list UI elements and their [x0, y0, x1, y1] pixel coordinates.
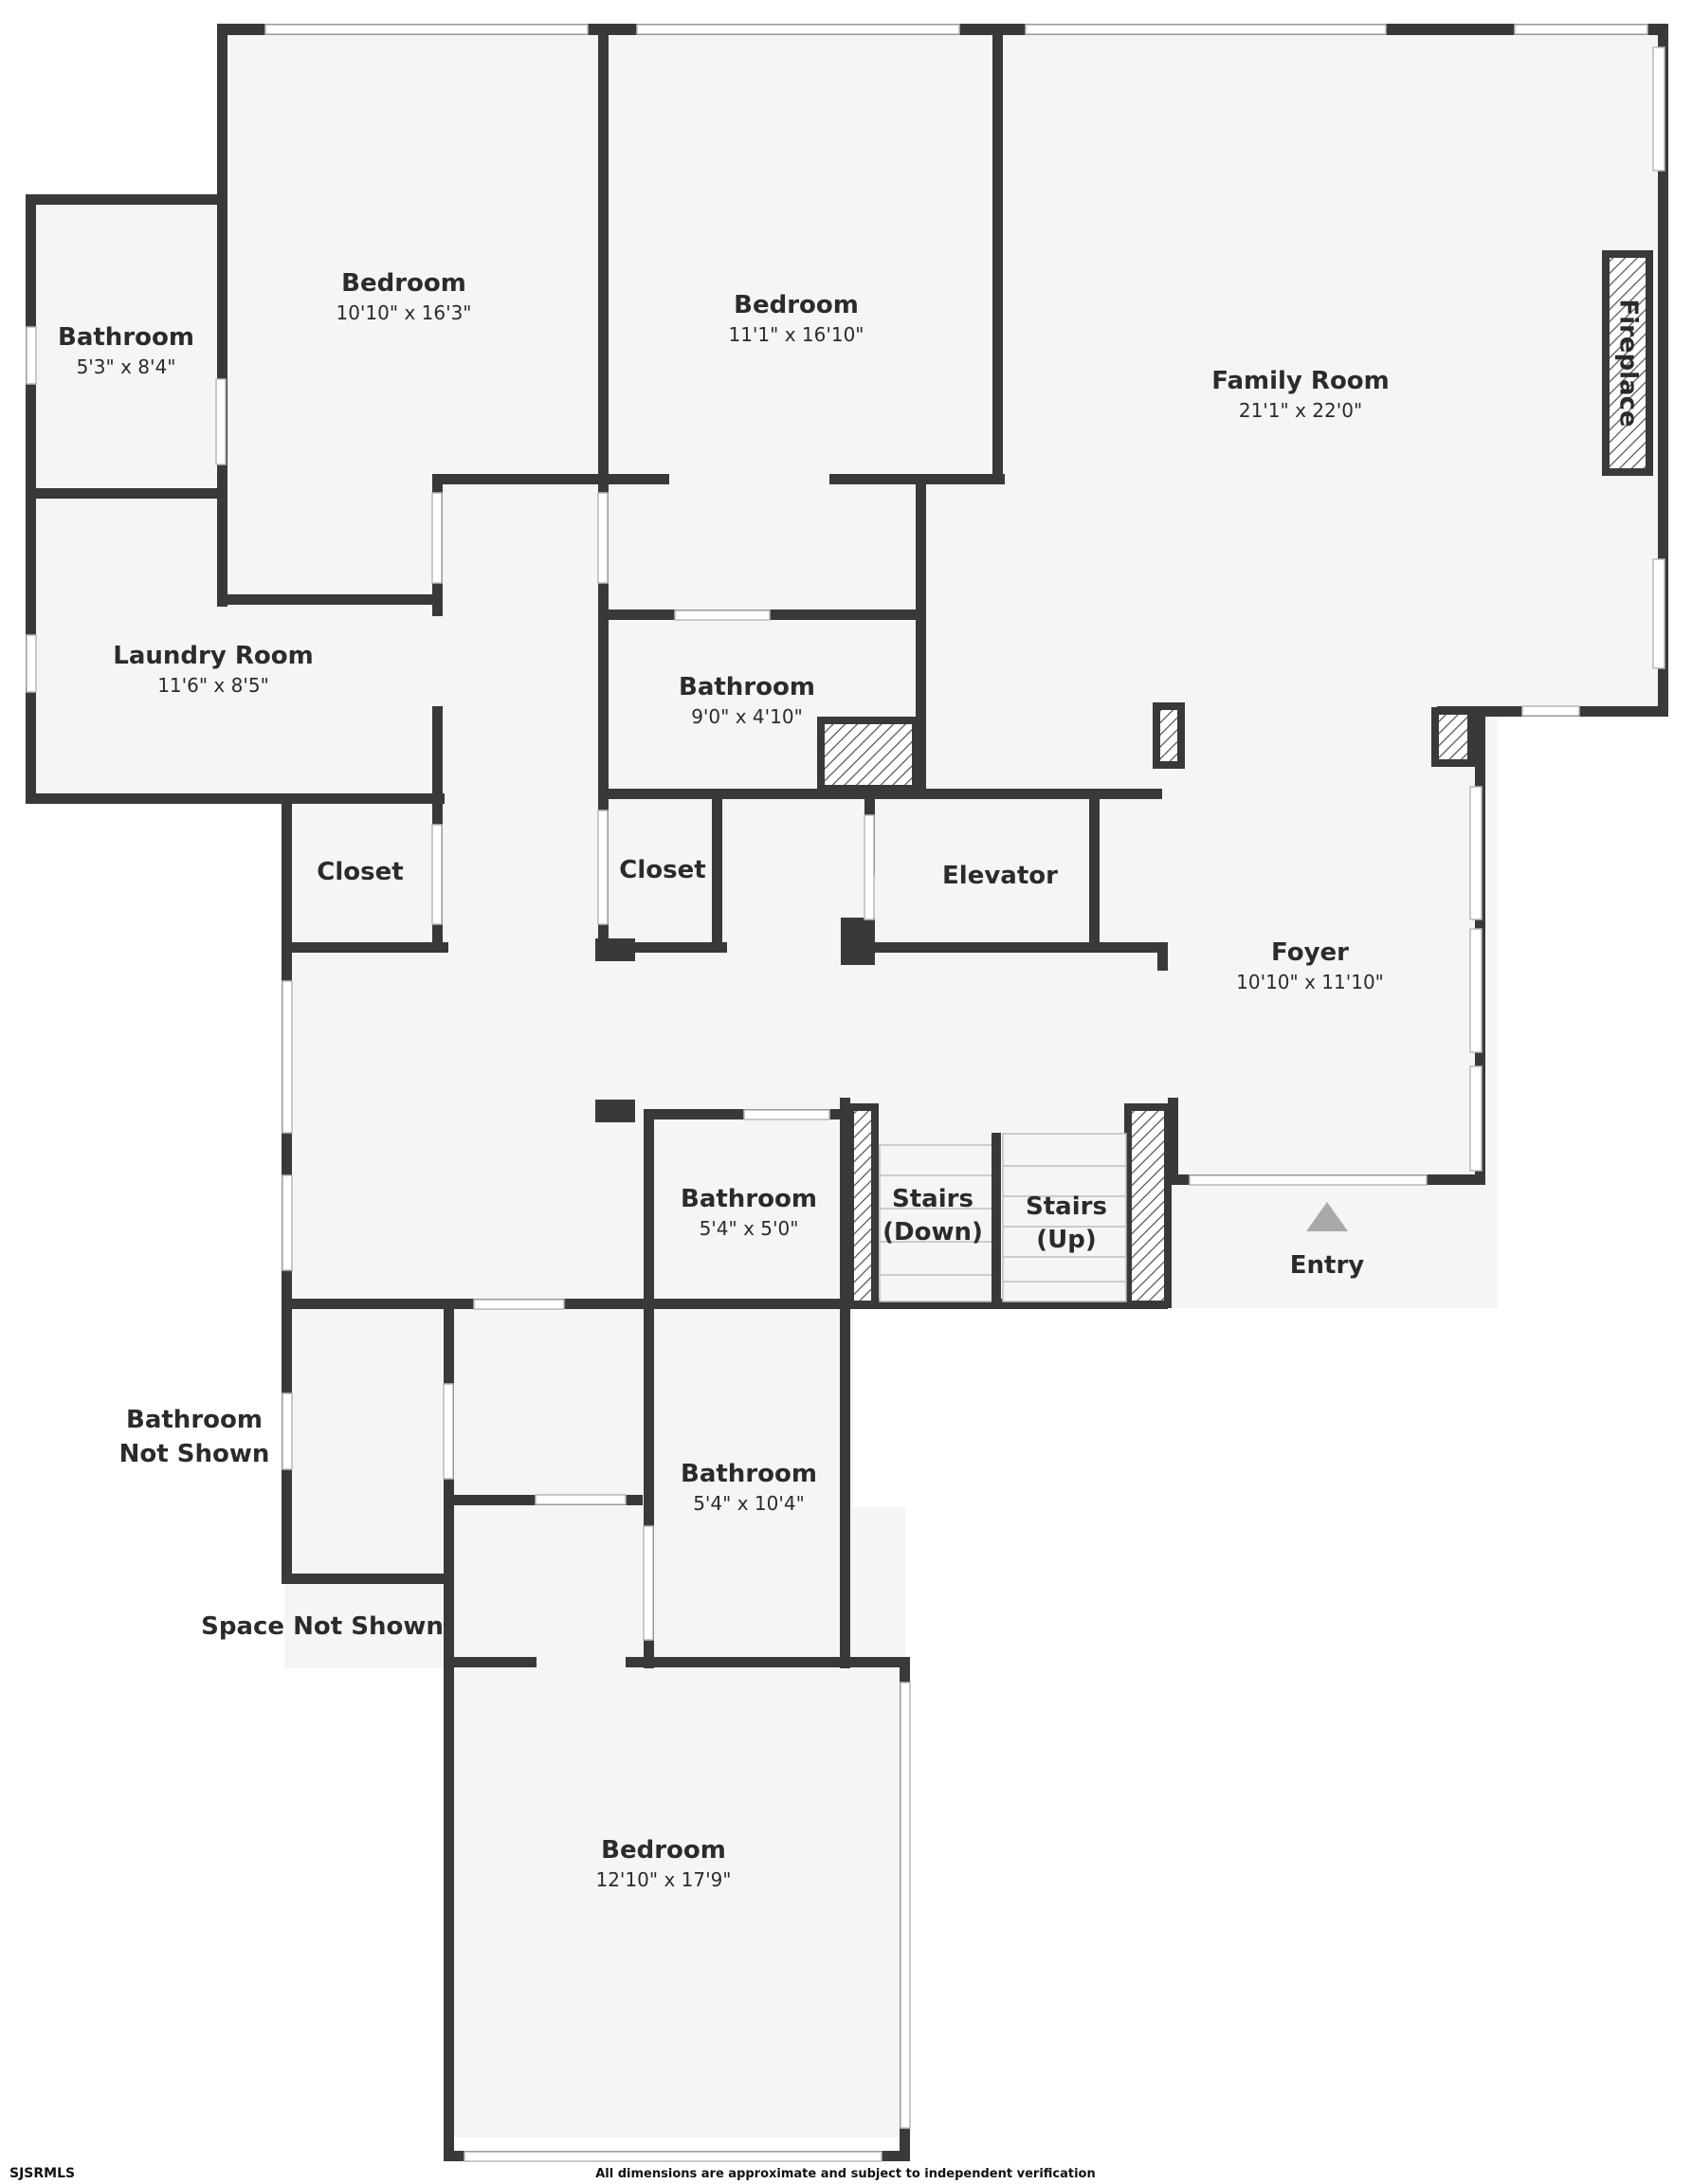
- source-watermark: SJSRMLS: [9, 2166, 75, 2181]
- bedroom-3-name: Bedroom: [601, 1836, 726, 1865]
- entry-arrow-icon: [1306, 1202, 1348, 1231]
- column-post: [1431, 707, 1475, 767]
- foyer-dim: 10'10" x 11'10": [1236, 971, 1384, 993]
- bath-not-shown-line2: Not Shown: [119, 1440, 270, 1468]
- family-room-dim: 21'1" x 22'0": [1239, 399, 1362, 422]
- bathroom-3-name: Bathroom: [681, 1185, 817, 1213]
- stairs: [879, 1133, 1127, 1308]
- stairs-up-line1: Stairs: [1026, 1192, 1107, 1221]
- closet-1-name: Closet: [317, 858, 403, 886]
- fireplace-hearth: [1602, 250, 1653, 476]
- foyer-name: Foyer: [1271, 938, 1349, 967]
- bedroom-3-dim: 12'10" x 17'9": [595, 1868, 731, 1891]
- bathroom-1-dim: 5'3" x 8'4": [77, 355, 176, 378]
- disclaimer: All dimensions are approximate and subje…: [595, 2167, 1096, 2181]
- family-room-name: Family Room: [1211, 367, 1390, 395]
- bathroom-2-dim: 9'0" x 4'10": [691, 705, 803, 728]
- bathroom-1-name: Bathroom: [58, 323, 194, 352]
- entry-label: Entry: [1290, 1251, 1365, 1280]
- laundry-room-name: Laundry Room: [113, 642, 313, 670]
- fireplace-label: Fireplace: [1614, 299, 1643, 427]
- column-post: [1153, 702, 1185, 769]
- bedroom-2-dim: 11'1" x 16'10": [728, 323, 864, 346]
- bedroom-1-dim: 10'10" x 16'3": [336, 301, 471, 324]
- hatched-elements: [817, 250, 1653, 1308]
- floor-areas: [31, 32, 1663, 2138]
- stair-wall-right: [1124, 1103, 1172, 1308]
- bathroom-4-name: Bathroom: [681, 1460, 817, 1488]
- bathroom-2-name: Bathroom: [679, 673, 815, 701]
- bathroom-3-dim: 5'4" x 5'0": [700, 1217, 799, 1240]
- bedroom-1-name: Bedroom: [341, 269, 466, 298]
- bathroom-4-dim: 5'4" x 10'4": [693, 1492, 805, 1515]
- stair-wall-left: [846, 1103, 879, 1308]
- stairs-down-line2: (Down): [882, 1218, 983, 1247]
- stairs-down-line1: Stairs: [892, 1185, 973, 1213]
- bath-not-shown-line1: Bathroom: [126, 1406, 263, 1434]
- bedroom-2-name: Bedroom: [734, 291, 859, 319]
- windows: [26, 24, 1665, 2162]
- laundry-room-dim: 11'6" x 8'5": [157, 674, 269, 697]
- room-labels: Bedroom 10'10" x 16'3" Bedroom 11'1" x 1…: [58, 269, 1642, 1891]
- elevator-name: Elevator: [942, 862, 1058, 890]
- closet-2-name: Closet: [619, 856, 705, 884]
- chimney-block: [817, 717, 919, 792]
- space-not-shown-label: Space Not Shown: [201, 1612, 444, 1641]
- stairs-up-line2: (Up): [1036, 1226, 1097, 1254]
